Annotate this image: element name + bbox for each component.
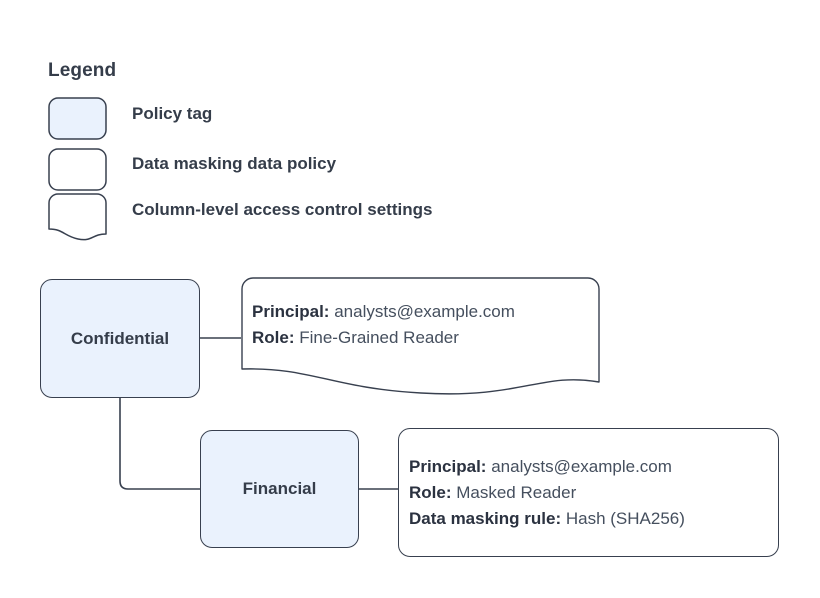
connector-confidential-to-financial bbox=[119, 398, 200, 490]
callout-financial-key-1: Role: bbox=[409, 483, 452, 502]
callout-financial-value-2: Hash (SHA256) bbox=[565, 509, 685, 528]
legend-label-column-access-settings: Column-level access control settings bbox=[132, 200, 433, 219]
callout-confidential-line-0: Principal: analysts@example.com bbox=[252, 299, 515, 325]
node-financial-label: Financial bbox=[242, 479, 317, 498]
callout-confidential-line-1: Role: Fine-Grained Reader bbox=[252, 325, 515, 351]
callout-confidential-key-1: Role: bbox=[252, 328, 295, 347]
callout-financial-line-0: Principal: analysts@example.com bbox=[409, 454, 685, 480]
node-confidential-label: Confidential bbox=[70, 328, 170, 348]
node-confidential[interactable]: Confidential bbox=[40, 279, 200, 398]
callout-financial-body: Principal: analysts@example.com Role: Ma… bbox=[409, 454, 685, 532]
legend-swatch-policy-tag bbox=[48, 97, 107, 140]
callout-financial-settings[interactable]: Principal: analysts@example.com Role: Ma… bbox=[398, 428, 779, 557]
callout-financial-key-0: Principal: bbox=[409, 457, 487, 476]
callout-confidential-value-1: Fine-Grained Reader bbox=[299, 328, 459, 347]
callout-financial-value-0: analysts@example.com bbox=[491, 457, 672, 476]
callout-financial-value-1: Masked Reader bbox=[456, 483, 577, 502]
callout-financial-line-1: Role: Masked Reader bbox=[409, 480, 685, 506]
wavy-bottom-callout-shape bbox=[241, 277, 600, 395]
node-financial[interactable]: Financial bbox=[200, 430, 359, 548]
legend-swatch-data-masking-policy bbox=[48, 148, 107, 191]
legend-label-data-masking-policy: Data masking data policy bbox=[132, 154, 337, 173]
rounded-rect-filled-icon bbox=[48, 97, 107, 140]
callout-financial-key-2: Data masking rule: bbox=[409, 509, 562, 528]
callout-confidential-settings[interactable]: Principal: analysts@example.com Role: Fi… bbox=[241, 277, 601, 399]
legend-title: Legend bbox=[48, 60, 117, 81]
callout-confidential-body: Principal: analysts@example.com Role: Fi… bbox=[252, 299, 515, 351]
callout-financial-line-2: Data masking rule: Hash (SHA256) bbox=[409, 506, 685, 532]
legend-label-policy-tag: Policy tag bbox=[132, 104, 213, 123]
rounded-rect-icon bbox=[48, 148, 107, 191]
callout-confidential-value-0: analysts@example.com bbox=[334, 302, 515, 321]
legend-swatch-column-access-settings bbox=[48, 193, 107, 241]
callout-confidential-key-0: Principal: bbox=[252, 302, 330, 321]
wavy-bottom-rect-icon bbox=[48, 193, 107, 241]
